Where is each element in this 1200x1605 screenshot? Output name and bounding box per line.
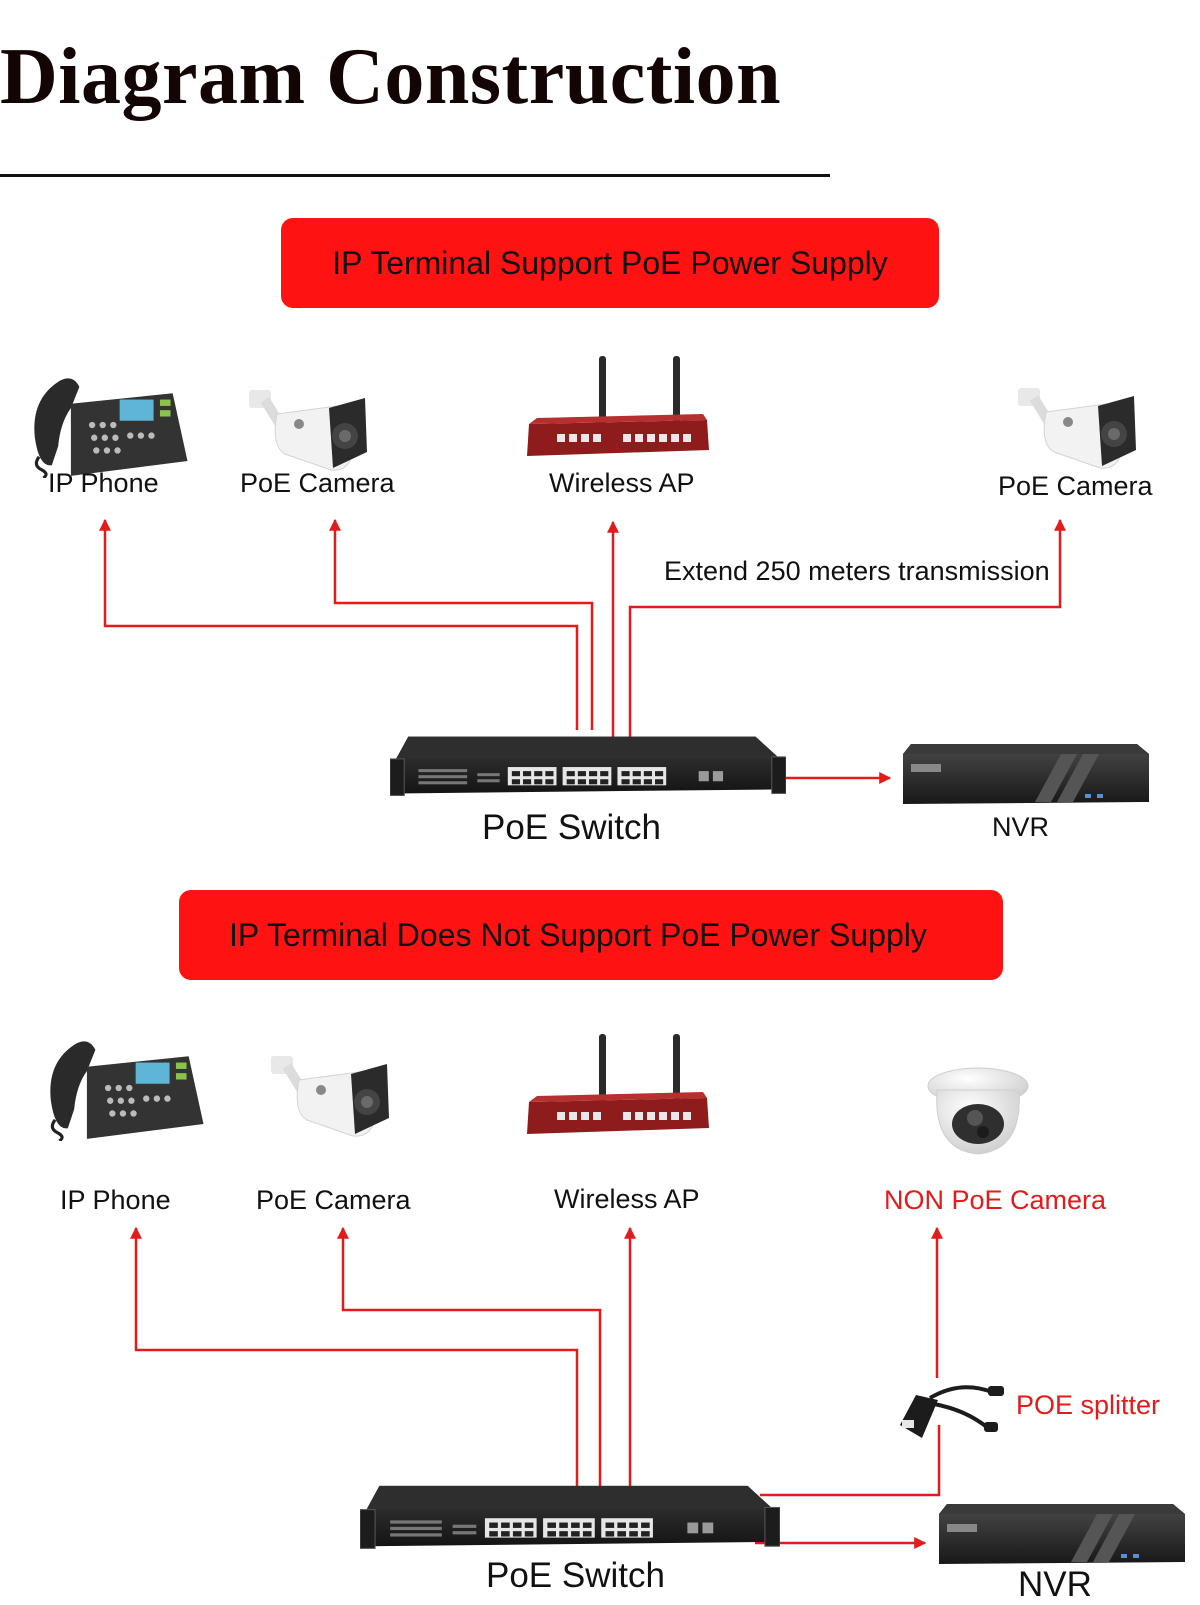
wireless-ap-icon bbox=[527, 1034, 709, 1134]
wire-poe-camera-2 bbox=[337, 1226, 602, 1495]
label-poe-camera: PoE Camera bbox=[240, 468, 395, 498]
label-non-poe-camera: NON PoE Camera bbox=[884, 1185, 1107, 1215]
ip-phone-icon bbox=[48, 1039, 204, 1141]
label-ip-phone: IP Phone bbox=[60, 1185, 171, 1215]
wires-section1 bbox=[99, 518, 1066, 784]
banner-poe-not-supported: IP Terminal Does Not Support PoE Power S… bbox=[179, 890, 1003, 980]
poe-camera-icon bbox=[249, 390, 367, 470]
poe-camera-icon bbox=[271, 1056, 389, 1136]
title-divider bbox=[0, 174, 830, 177]
label-poe-camera-far: PoE Camera bbox=[998, 471, 1153, 501]
banner-poe-not-supported-text: IP Terminal Does Not Support PoE Power S… bbox=[229, 916, 927, 953]
nvr-icon bbox=[903, 744, 1149, 804]
label-poe-switch: PoE Switch bbox=[486, 1556, 665, 1595]
wire-ip-phone-2 bbox=[130, 1226, 579, 1495]
wire-splitter-2 bbox=[760, 1425, 941, 1497]
wireless-ap-icon bbox=[527, 356, 709, 456]
poe-switch-icon bbox=[390, 736, 786, 796]
wires-section2 bbox=[130, 1226, 943, 1549]
wire-poe-camera-far-1 bbox=[628, 518, 1066, 745]
non-poe-camera-icon bbox=[927, 1067, 1029, 1155]
label-nvr: NVR bbox=[1018, 1565, 1092, 1604]
poe-camera-far-icon bbox=[1018, 388, 1136, 468]
poe-switch-icon bbox=[360, 1485, 780, 1549]
ip-phone-icon bbox=[32, 376, 188, 478]
banner-poe-supported-text: IP Terminal Support PoE Power Supply bbox=[332, 244, 888, 281]
poe-splitter-icon bbox=[900, 1385, 1004, 1438]
label-poe-switch: PoE Switch bbox=[482, 808, 661, 847]
label-wireless-ap: Wireless AP bbox=[554, 1184, 700, 1214]
label-nvr: NVR bbox=[992, 812, 1050, 842]
wire-ip-phone-1 bbox=[99, 518, 579, 730]
nvr-icon bbox=[939, 1504, 1185, 1564]
label-extend-transmission: Extend 250 meters transmission bbox=[664, 556, 1050, 586]
wire-poe-camera-1 bbox=[329, 518, 594, 730]
label-poe-camera: PoE Camera bbox=[256, 1185, 411, 1215]
label-wireless-ap: Wireless AP bbox=[549, 468, 695, 498]
label-ip-phone: IP Phone bbox=[48, 468, 159, 498]
page-title: Diagram Construction bbox=[0, 33, 782, 121]
banner-poe-supported: IP Terminal Support PoE Power Supply bbox=[281, 218, 939, 308]
label-poe-splitter: POE splitter bbox=[1016, 1390, 1161, 1420]
